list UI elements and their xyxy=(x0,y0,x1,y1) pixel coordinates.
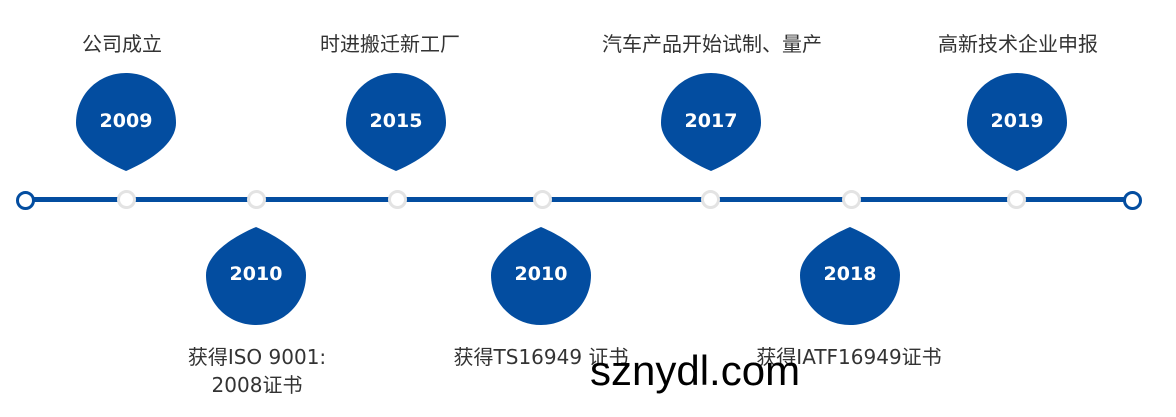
drop-up-shape-icon xyxy=(491,227,591,325)
event-label-line2: 2008证书 xyxy=(211,373,303,397)
drop-down-shape-icon xyxy=(661,73,761,171)
drop-up-shape-icon xyxy=(800,227,900,325)
year-text: 2015 xyxy=(369,110,423,132)
year-text: 2017 xyxy=(684,110,738,132)
timeline-dot-2009 xyxy=(117,190,136,209)
drop-down-shape-icon xyxy=(967,73,1067,171)
year-drop-2010-iso: 2010 xyxy=(206,225,306,325)
year-drop-2018: 2018 xyxy=(800,225,900,325)
timeline-dot-2017 xyxy=(701,190,720,209)
year-drop-2015: 2015 xyxy=(346,73,446,173)
timeline-dot-2019 xyxy=(1007,190,1026,209)
timeline-axis xyxy=(25,197,1132,202)
event-label-2015: 时进搬迁新工厂 xyxy=(320,32,460,56)
event-label-2018: 获得IATF16949证书 xyxy=(756,345,942,369)
drop-down-shape-icon xyxy=(346,73,446,171)
timeline-end-dot xyxy=(1123,191,1142,210)
year-text: 2010 xyxy=(514,263,568,285)
timeline-dot-2018 xyxy=(842,190,861,209)
timeline-dot-2015 xyxy=(388,190,407,209)
event-label-2010-ts: 获得TS16949 证书 xyxy=(453,345,629,369)
drop-down-shape-icon xyxy=(76,73,176,171)
year-text: 2018 xyxy=(823,263,877,285)
event-label-2019: 高新技术企业申报 xyxy=(938,32,1098,56)
year-text: 2009 xyxy=(99,110,153,132)
timeline-dot-2010a xyxy=(247,190,266,209)
year-drop-2017: 2017 xyxy=(661,73,761,173)
timeline-dot-2010b xyxy=(533,190,552,209)
drop-up-shape-icon xyxy=(206,227,306,325)
timeline-start-dot xyxy=(16,191,35,210)
year-drop-2009: 2009 xyxy=(76,73,176,173)
event-label-2010-iso: 获得ISO 9001: 2008证书 xyxy=(188,343,326,399)
event-label-2009: 公司成立 xyxy=(82,32,162,56)
event-label-2017: 汽车产品开始试制、量产 xyxy=(602,32,822,56)
year-drop-2019: 2019 xyxy=(967,73,1067,173)
year-text: 2010 xyxy=(229,263,283,285)
watermark: sznydl.com xyxy=(590,347,801,394)
event-label-line1: 获得ISO 9001: xyxy=(187,345,327,369)
year-drop-2010-ts: 2010 xyxy=(491,225,591,325)
year-text: 2019 xyxy=(990,110,1044,132)
